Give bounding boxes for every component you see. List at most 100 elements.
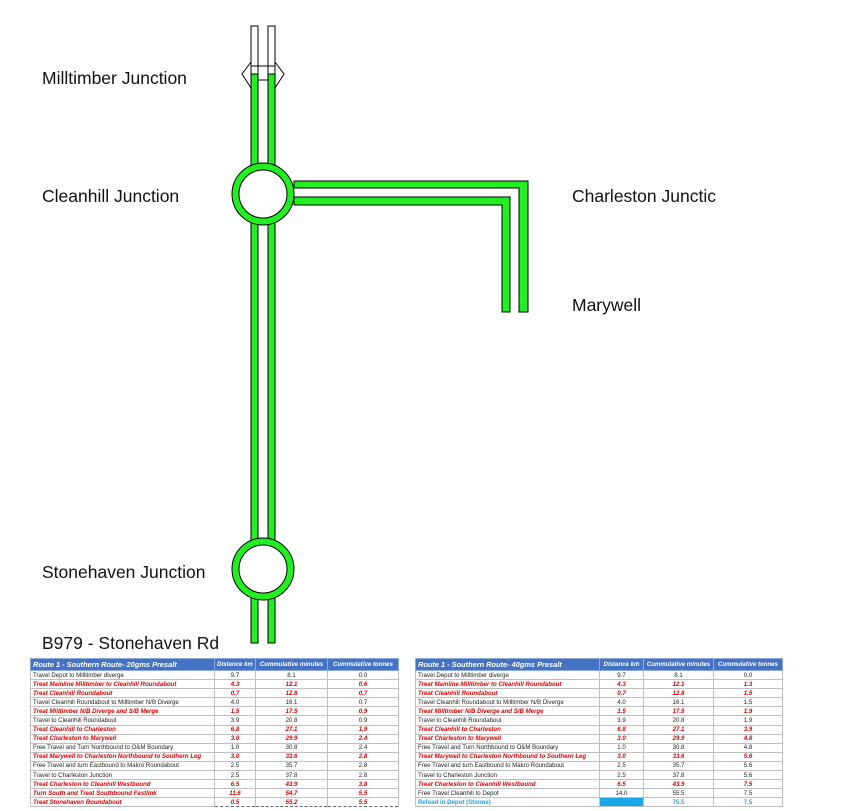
minutes-header: Cummulative minutes <box>643 658 714 671</box>
tonnes-cell: 0.9 <box>327 706 399 717</box>
distance-cell: 6.5 <box>214 779 256 790</box>
task-cell: Treat Charleston to Marywell <box>415 733 600 744</box>
minutes-cell: 12.8 <box>643 688 714 699</box>
task-cell: Treat Marywell to Charleston Northbound … <box>415 751 600 762</box>
distance-cell: 9.7 <box>599 669 644 681</box>
distance-cell: 4.0 <box>214 697 256 708</box>
tonnes-cell: 4.8 <box>713 733 783 744</box>
distance-cell: 0.5 <box>214 797 256 808</box>
distance-cell: 1.5 <box>599 706 644 717</box>
distance-cell: 3.9 <box>599 715 644 726</box>
tonnes-cell: 2.8 <box>327 751 399 762</box>
minutes-cell: 16.1 <box>255 697 328 708</box>
task-cell: Treat Milltimber N/B Diverge and S/B Mer… <box>30 706 215 717</box>
distance-cell: 1.0 <box>599 742 644 753</box>
distance-cell: 4.0 <box>599 697 644 708</box>
table-row: Treat Marywell to Charleston Northbound … <box>415 751 783 762</box>
task-cell: Travel Depot to Milltimber diverge <box>30 669 215 681</box>
tonnes-cell: 1.5 <box>713 688 783 699</box>
distance-cell: 6.8 <box>214 724 256 735</box>
minutes-cell: 27.1 <box>643 724 714 735</box>
distance-cell: 6.8 <box>599 724 644 735</box>
distance-cell: 0.7 <box>599 688 644 699</box>
tonnes-cell: 3.8 <box>327 779 399 790</box>
minutes-cell: 27.1 <box>255 724 328 735</box>
stonehaven-roundabout <box>231 537 295 601</box>
tonnes-cell: 0.0 <box>713 669 783 681</box>
tonnes-cell: 0.6 <box>327 679 399 690</box>
minutes-cell: 75.5 <box>643 797 714 808</box>
distance-cell: 11.6 <box>214 788 256 799</box>
task-cell: Travel Cleanhill Roundabout to Milltimbe… <box>415 697 600 708</box>
tonnes-cell: 2.8 <box>327 760 399 772</box>
distance-cell: 3.0 <box>214 751 256 762</box>
tonnes-cell: 1.9 <box>713 706 783 717</box>
distance-cell: 3.0 <box>599 733 644 744</box>
table-row: Free Travel and turn Eastbound to Makro … <box>30 760 399 772</box>
task-cell: Travel to Cleanhill Roundabout <box>30 715 215 726</box>
distance-header: Distance km <box>214 658 256 671</box>
tonnes-cell: 1.9 <box>327 724 399 735</box>
minutes-cell: 20.8 <box>643 715 714 726</box>
table-row: Free Travel and Turn Northbound to O&M B… <box>30 742 399 753</box>
distance-cell: 6.5 <box>599 779 644 790</box>
distance-cell: 2.5 <box>599 760 644 772</box>
task-cell: Treat Mainline Milltimber to Cleanhill R… <box>415 679 600 690</box>
task-cell: Turn South and Treat Southbound Fastlink <box>30 788 215 799</box>
milltimber-diverge <box>241 61 285 89</box>
minutes-cell: 29.9 <box>255 733 328 744</box>
tonnes-cell: 1.3 <box>713 679 783 690</box>
marywell-label: Marywell <box>572 295 642 315</box>
tonnes-cell: 5.6 <box>713 760 783 772</box>
route-table-20gms: Route 1 - Southern Route- 20gms Presalt … <box>30 658 399 808</box>
minutes-cell: 17.5 <box>255 706 328 717</box>
tonnes-cell: 2.8 <box>327 770 399 781</box>
minutes-cell: 30.8 <box>643 742 714 753</box>
table-row: Free Travel and Turn Northbound to O&M B… <box>415 742 783 753</box>
task-cell: Travel Depot to Milltimber diverge <box>415 669 600 681</box>
task-cell: Free Travel and turn Eastbound to Makro … <box>30 760 215 772</box>
minutes-cell: 55.5 <box>643 788 714 799</box>
minutes-cell: 8.1 <box>255 669 328 681</box>
table-row: Travel Cleanhill Roundabout to Milltimbe… <box>30 697 399 708</box>
task-cell: Treat Marywell to Charleston Northbound … <box>30 751 215 762</box>
tonnes-cell: 1.5 <box>713 697 783 708</box>
minutes-cell: 12.8 <box>255 688 328 699</box>
tonnes-cell: 5.6 <box>713 770 783 781</box>
minutes-cell: 12.1 <box>643 679 714 690</box>
table-header-row: Route 1 - Southern Route- 20gms Presalt … <box>30 658 399 671</box>
table-row: Treat Milltimber N/B Diverge and S/B Mer… <box>415 706 783 717</box>
table-header-row: Route 1 - Southern Route- 40gms Presalt … <box>415 658 783 671</box>
task-cell: Treat Milltimber N/B Diverge and S/B Mer… <box>415 706 600 717</box>
minutes-cell: 20.8 <box>255 715 328 726</box>
distance-cell: 4.3 <box>599 679 644 690</box>
minutes-cell: 33.6 <box>643 751 714 762</box>
table-row: Treat Mainline Milltimber to Cleanhill R… <box>30 679 399 690</box>
table-row: Free Travel and turn Eastbound to Makro … <box>415 760 783 772</box>
charleston-link-road <box>293 180 529 313</box>
distance-cell: 1.5 <box>214 706 256 717</box>
minutes-cell: 54.7 <box>255 788 328 799</box>
cleanhill-roundabout <box>231 162 295 226</box>
distance-cell: 2.5 <box>214 770 256 781</box>
minutes-cell: 43.9 <box>643 779 714 790</box>
table-row: Turn South and Treat Southbound Fastlink… <box>30 788 399 799</box>
tonnes-cell: 5.6 <box>713 751 783 762</box>
minutes-cell: 35.7 <box>255 760 328 772</box>
minutes-cell: 29.9 <box>643 733 714 744</box>
distance-cell: 0.7 <box>214 688 256 699</box>
tonnes-cell: 2.4 <box>327 733 399 744</box>
